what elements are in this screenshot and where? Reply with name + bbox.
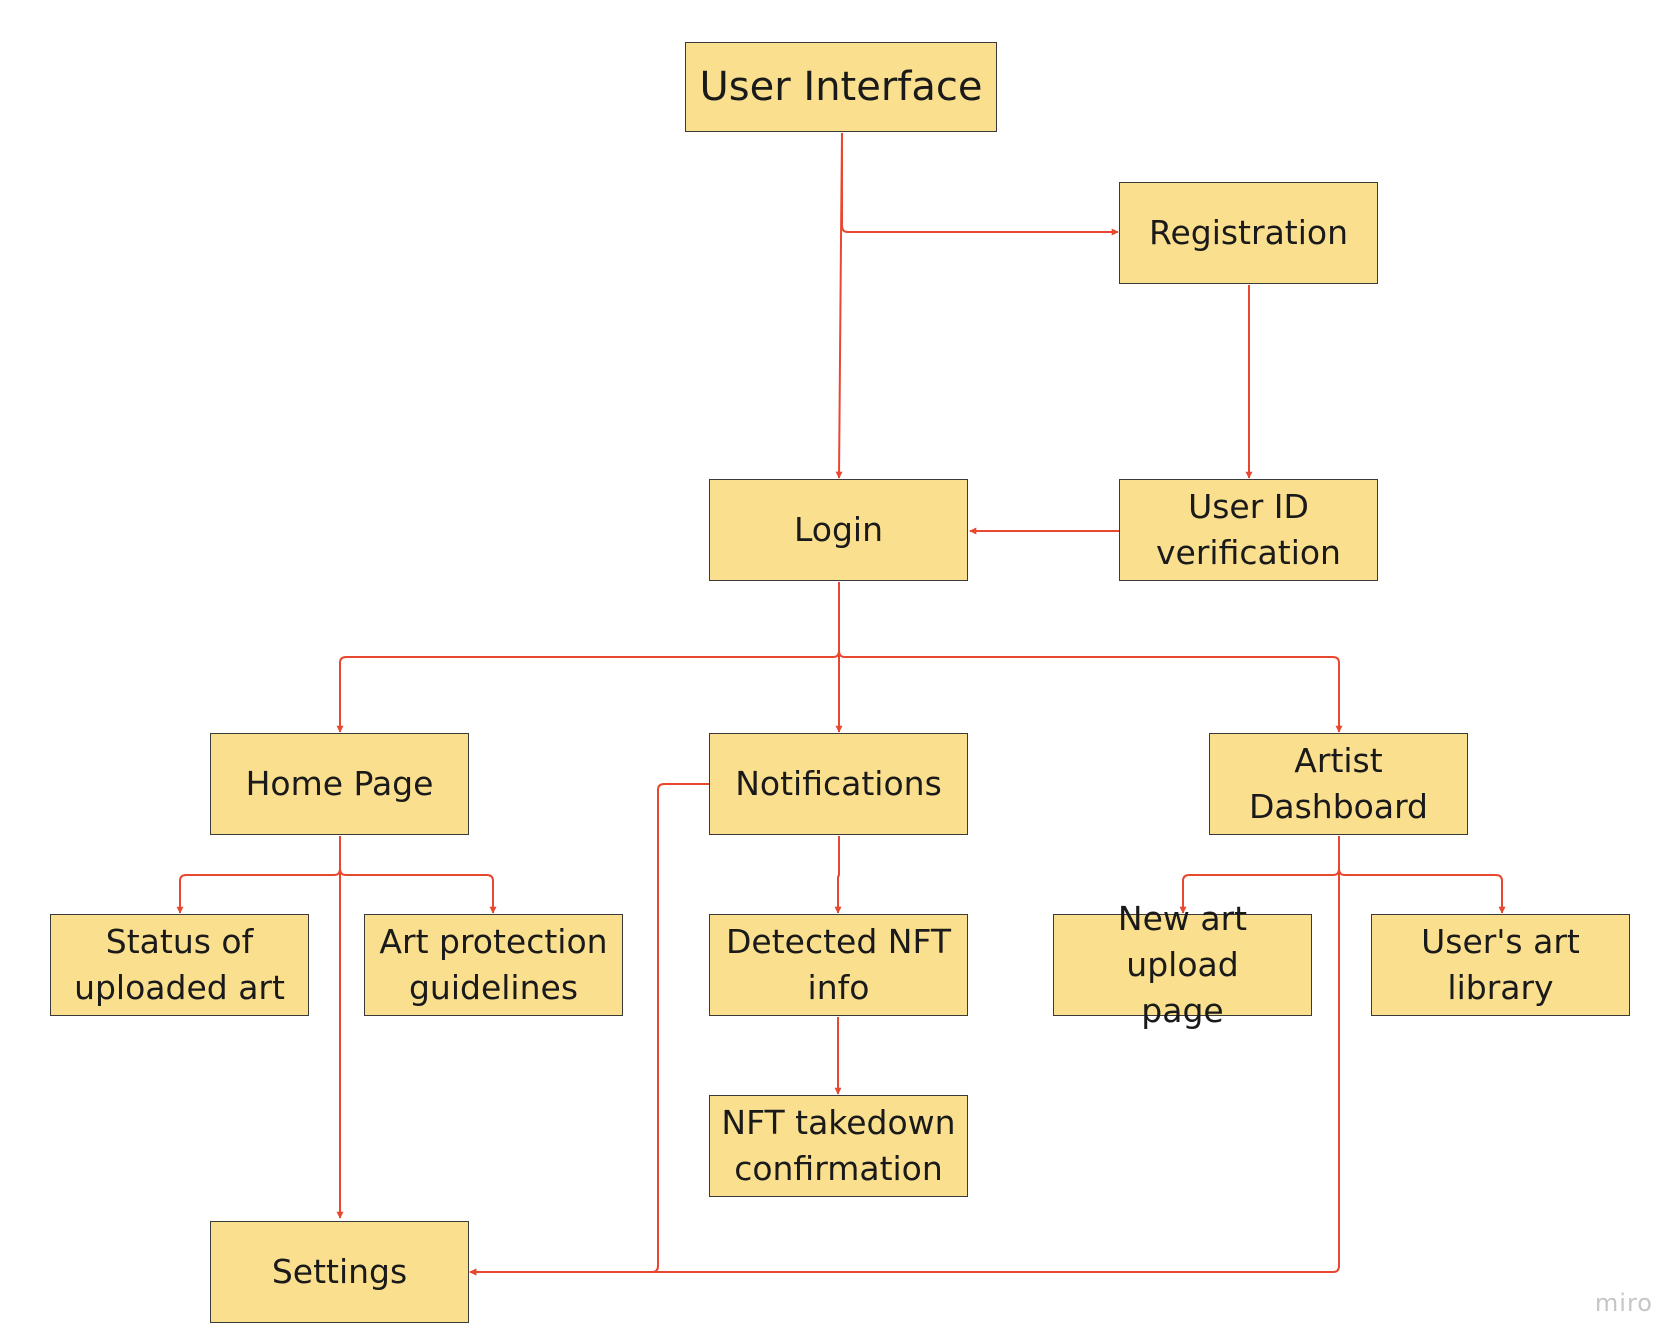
node-registration: Registration	[1119, 182, 1378, 284]
node-users-art-library: User's art library	[1371, 914, 1630, 1016]
node-registration-label: Registration	[1149, 213, 1348, 252]
node-user-interface-label: User Interface	[699, 64, 983, 110]
node-login: Login	[709, 479, 968, 581]
edge-user-interface-to-registration	[841, 133, 1119, 236]
node-user-interface: User Interface	[685, 42, 997, 132]
node-login-label: Login	[793, 510, 884, 549]
edge-artist-dashboard-to-users-art-library	[1338, 836, 1506, 914]
node-art-protection-guidelines: Art protection guidelines	[364, 914, 623, 1016]
node-settings: Settings	[210, 1221, 469, 1323]
edge-artist-dashboard-to-settings	[469, 836, 1340, 1276]
node-user-id-verification-label: User ID verification	[1156, 487, 1341, 572]
edge-notifications-to-settings	[469, 783, 709, 1276]
node-detected-nft-info: Detected NFT info	[709, 914, 968, 1016]
node-status-of-uploaded-art-label: Status of uploaded art	[74, 922, 285, 1007]
edge-home-page-to-status-of-uploaded-art	[176, 836, 341, 914]
miro-watermark: miro	[1594, 1289, 1653, 1317]
node-users-art-library-label: User's art library	[1421, 922, 1580, 1007]
node-artist-dashboard: Artist Dashboard	[1209, 733, 1468, 835]
edge-login-to-artist-dashboard	[838, 582, 1343, 733]
node-status-of-uploaded-art: Status of uploaded art	[50, 914, 309, 1016]
node-settings-label: Settings	[271, 1252, 408, 1291]
node-nft-takedown-confirmation: NFT takedown confirmation	[709, 1095, 968, 1197]
node-artist-dashboard-label: Artist Dashboard	[1248, 741, 1429, 826]
edge-notifications-to-detected-nft-info	[834, 836, 842, 914]
node-detected-nft-info-label: Detected NFT info	[725, 922, 952, 1007]
edge-login-to-home-page	[336, 582, 840, 733]
node-notifications-label: Notifications	[735, 764, 942, 803]
node-art-protection-guidelines-label: Art protection guidelines	[379, 922, 608, 1007]
node-home-page-label: Home Page	[245, 764, 434, 803]
node-user-id-verification: User ID verification	[1119, 479, 1378, 581]
edge-home-page-to-art-protection-guidelines	[339, 836, 497, 914]
node-new-art-upload-page: New art upload page	[1053, 899, 1312, 1030]
node-nft-takedown-confirmation-label: NFT takedown confirmation	[721, 1103, 956, 1188]
edge-user-interface-to-login	[835, 132, 843, 479]
node-notifications: Notifications	[709, 733, 968, 835]
node-new-art-upload-page-label: New art upload page	[1117, 899, 1248, 1030]
node-home-page: Home Page	[210, 733, 469, 835]
